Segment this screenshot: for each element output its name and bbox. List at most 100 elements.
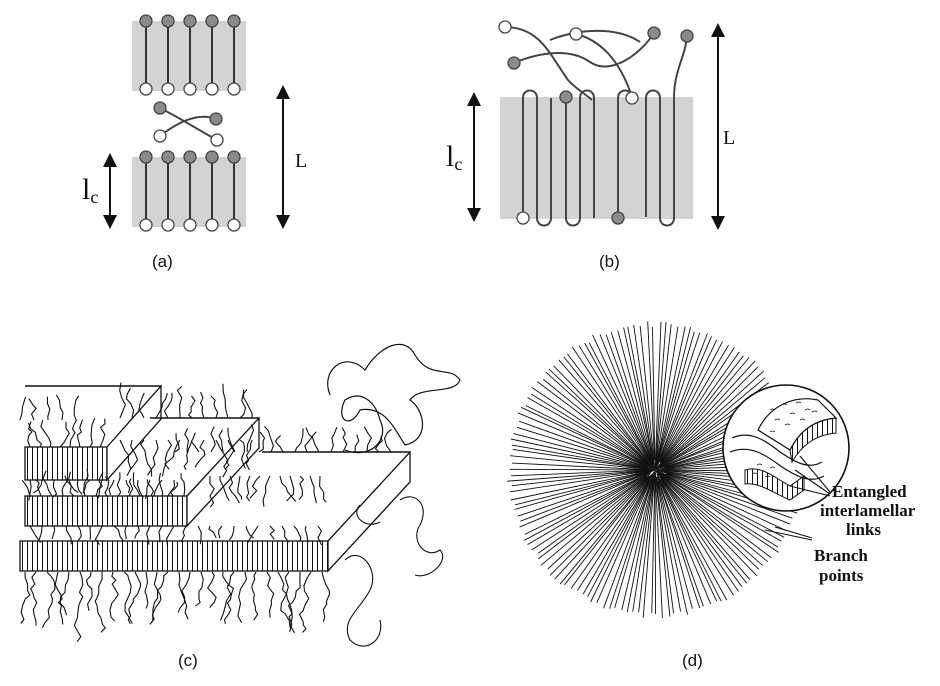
lamella-ray bbox=[627, 326, 655, 465]
amorphous-chain bbox=[210, 426, 216, 453]
amorphous-chain bbox=[94, 571, 107, 633]
lamella-ray bbox=[614, 474, 655, 608]
lamella-ray bbox=[657, 471, 772, 559]
amorphous-chain bbox=[219, 475, 230, 502]
lamella-ray bbox=[656, 479, 682, 612]
lamella-ray bbox=[584, 342, 654, 468]
amorphous-chain bbox=[294, 428, 304, 453]
amorphous-chain bbox=[125, 479, 131, 494]
lamella-ray bbox=[514, 469, 655, 510]
lc-label-a: lc bbox=[82, 173, 98, 207]
amorphous-chain bbox=[197, 525, 202, 545]
lamella-ray bbox=[655, 470, 760, 570]
amorphous-chain bbox=[209, 475, 215, 508]
lamella-ray bbox=[547, 475, 650, 570]
lamella-ray bbox=[511, 444, 655, 471]
lamella-ray bbox=[610, 332, 654, 465]
lamella-ray bbox=[531, 393, 652, 469]
amorphous-chain bbox=[85, 571, 93, 611]
lamella-ray bbox=[524, 473, 648, 541]
amorphous-chain bbox=[28, 479, 32, 501]
lamella-ray bbox=[509, 455, 649, 470]
amorphous-chain bbox=[59, 421, 70, 448]
amorphous-chain bbox=[27, 421, 33, 448]
lamella-ray bbox=[531, 472, 652, 551]
amorphous-chain bbox=[223, 571, 235, 624]
amorphous-chain bbox=[146, 525, 151, 545]
amorphous-chain bbox=[104, 476, 110, 497]
amorphous-chain bbox=[245, 439, 253, 471]
lamella-ray bbox=[511, 462, 655, 471]
lamella-ray bbox=[582, 471, 655, 595]
caption-b: (b) bbox=[599, 252, 620, 271]
amorphous-chain bbox=[65, 525, 72, 545]
spherulite bbox=[507, 321, 804, 619]
lamella-ray bbox=[605, 334, 654, 465]
lamella-ray bbox=[537, 475, 648, 560]
amorphous-chain bbox=[152, 571, 169, 622]
lamella-ray bbox=[537, 381, 653, 469]
lamella-ray bbox=[621, 469, 656, 611]
amorphous-chain bbox=[363, 426, 373, 453]
lamella-ray bbox=[512, 448, 651, 470]
lamella-ray bbox=[654, 326, 686, 469]
lamella-ray bbox=[570, 475, 652, 589]
amorphous-chain bbox=[354, 434, 360, 453]
loose-chain-3 bbox=[575, 33, 633, 98]
amorphous-chain bbox=[97, 479, 103, 499]
amorphous-chain bbox=[218, 525, 223, 539]
amorphous-chain bbox=[76, 479, 83, 495]
amorphous-chain bbox=[138, 392, 145, 419]
lamella-ray bbox=[571, 346, 653, 466]
amorphous-chain bbox=[298, 475, 305, 500]
lamella-ray bbox=[633, 324, 656, 469]
lamella-ray bbox=[656, 366, 759, 469]
amorphous-chain bbox=[77, 525, 82, 542]
lamella-ray bbox=[545, 371, 653, 468]
amorphous-chain bbox=[128, 478, 134, 497]
caption-a: (a) bbox=[152, 252, 173, 271]
lamella-ray bbox=[657, 477, 712, 605]
amorphous-chain bbox=[287, 571, 301, 632]
lamella-ray bbox=[563, 356, 655, 470]
amorphous-chain bbox=[309, 475, 318, 504]
lamella-middle bbox=[24, 416, 260, 528]
lamella-ray bbox=[537, 476, 646, 554]
free-chains bbox=[153, 101, 224, 147]
lamella-ray bbox=[517, 412, 651, 469]
amorphous-chain bbox=[89, 417, 96, 448]
amorphous-chain bbox=[207, 571, 217, 608]
lamella-ray bbox=[527, 472, 651, 545]
svg-text:Entangled: Entangled bbox=[832, 482, 907, 501]
amorphous-chain bbox=[108, 479, 115, 496]
amorphous-chain bbox=[224, 439, 235, 470]
lamella-bottom bbox=[19, 450, 411, 573]
amorphous-chains bbox=[19, 382, 392, 643]
amorphous-chain bbox=[65, 479, 79, 494]
lamella-ray bbox=[632, 474, 655, 612]
lamella-ray bbox=[623, 327, 656, 469]
amorphous-chain bbox=[317, 525, 323, 546]
lamella-ray bbox=[510, 470, 652, 501]
lamella-ray bbox=[511, 469, 650, 477]
lamella-ray bbox=[507, 470, 649, 482]
lamella-ray bbox=[656, 471, 763, 566]
panel-b: lc L (b) bbox=[446, 20, 735, 271]
amorphous-chain bbox=[76, 419, 84, 448]
lamella-ray bbox=[578, 345, 655, 470]
panel-a: lc L (a) bbox=[82, 14, 307, 271]
amorphous-chain bbox=[293, 525, 302, 542]
lamella-ray bbox=[660, 472, 791, 525]
amorphous-chain bbox=[258, 431, 266, 453]
lamella-ray bbox=[531, 387, 650, 467]
amorphous-chain bbox=[46, 396, 51, 421]
amorphous-chain bbox=[40, 420, 52, 448]
lamella-ray bbox=[509, 470, 651, 493]
loose-coil bbox=[327, 343, 461, 454]
lamella-ray bbox=[657, 470, 785, 538]
amorphous-chain bbox=[109, 571, 119, 622]
lamella-ray bbox=[520, 406, 651, 469]
amorphous-chain bbox=[113, 525, 124, 542]
amorphous-chain bbox=[30, 571, 38, 626]
